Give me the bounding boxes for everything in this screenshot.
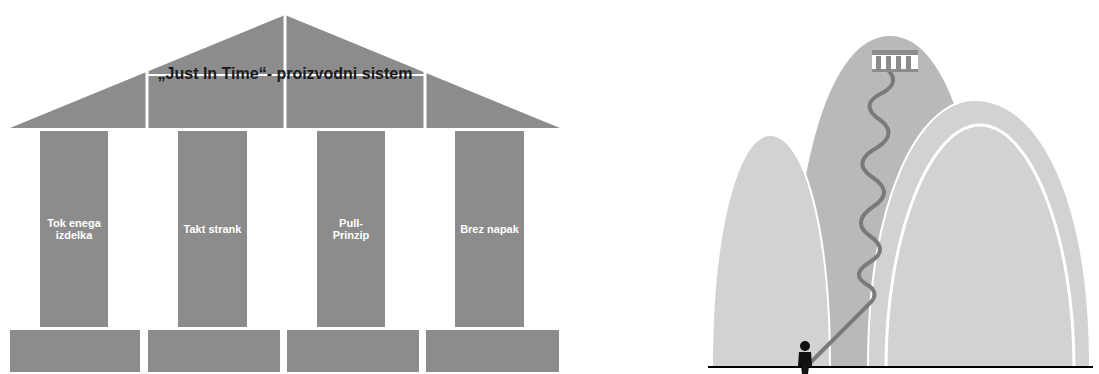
zigzag-path xyxy=(808,70,893,365)
person-head xyxy=(800,341,810,351)
pillar-label: Tok enega izdelka xyxy=(44,217,104,241)
roof-divider xyxy=(424,71,427,128)
pillar-label: Takt strank xyxy=(183,223,243,235)
person xyxy=(798,341,812,374)
roof-divider xyxy=(146,70,149,128)
temple-column xyxy=(906,56,911,69)
temple-column xyxy=(896,56,901,69)
hills xyxy=(712,35,1090,367)
pillar-label: Brez napak xyxy=(460,223,520,235)
temple-column xyxy=(876,56,881,69)
roof-title: „Just In Time“- proizvodni sistem xyxy=(140,64,430,83)
base-block xyxy=(10,330,140,372)
person-body xyxy=(798,352,812,374)
pillar-node: Pull- Prinzip xyxy=(317,131,385,327)
right-hill xyxy=(868,100,1090,367)
base-block xyxy=(148,330,280,372)
small-temple xyxy=(872,50,918,72)
hill-ridge xyxy=(886,125,1074,367)
temple-column xyxy=(886,56,891,69)
ground-line xyxy=(708,366,1093,368)
base-block xyxy=(287,330,419,372)
base-block xyxy=(426,330,559,372)
temple-step xyxy=(872,69,918,72)
left-hill xyxy=(712,135,830,367)
pillar-node: Takt strank xyxy=(178,131,247,327)
pillar-label: Pull- Prinzip xyxy=(321,217,381,241)
temple-roof xyxy=(872,50,918,55)
pillar-node: Brez napak xyxy=(455,131,524,327)
roof-node: „Just In Time“- proizvodni sistem xyxy=(10,12,560,128)
temple-base xyxy=(10,330,559,372)
pillar-node: Tok enega izdelka xyxy=(40,131,108,327)
temple-background xyxy=(872,50,918,72)
